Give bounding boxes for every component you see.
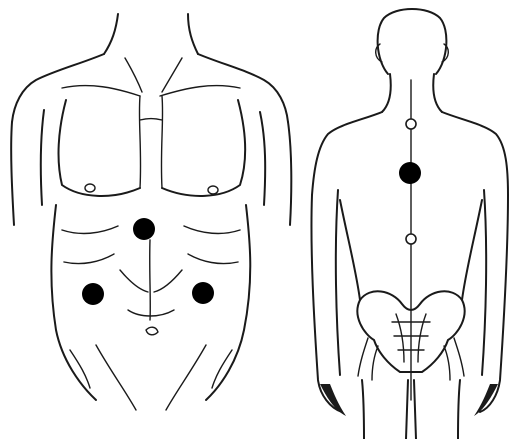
front-left-arm	[11, 110, 44, 225]
front-left-pectoral	[59, 100, 140, 196]
front-torso-figure	[11, 14, 291, 410]
back-torso-figure	[311, 9, 508, 439]
front-torso-right-side	[206, 205, 250, 400]
front-marker-epigastric	[133, 218, 155, 240]
front-right-nipple	[208, 186, 218, 194]
front-navel	[146, 327, 158, 335]
back-marker-lower-hollow	[406, 234, 416, 244]
back-neck-outline	[382, 74, 442, 112]
back-ears	[376, 44, 449, 62]
front-sternum	[139, 96, 162, 188]
front-shoulder-line	[12, 54, 288, 122]
front-neck-muscles	[125, 58, 182, 92]
back-right-hand	[474, 384, 498, 416]
front-marker-left-abdomen	[82, 283, 104, 305]
back-left-arm	[311, 190, 342, 412]
front-abdominal-lines	[120, 240, 182, 320]
back-marker-upper-hollow	[406, 119, 416, 129]
front-pelvis-lines	[70, 345, 232, 410]
back-right-arm	[480, 190, 508, 412]
back-marker-mid-solid	[399, 162, 421, 184]
front-left-nipple	[85, 184, 95, 192]
front-right-arm	[260, 112, 291, 225]
front-neck-outline	[104, 14, 198, 54]
back-left-hand	[320, 384, 346, 416]
front-clavicles	[62, 86, 240, 96]
front-marker-right-abdomen	[192, 282, 214, 304]
front-right-pectoral	[162, 100, 245, 196]
back-head-outline	[378, 9, 447, 74]
